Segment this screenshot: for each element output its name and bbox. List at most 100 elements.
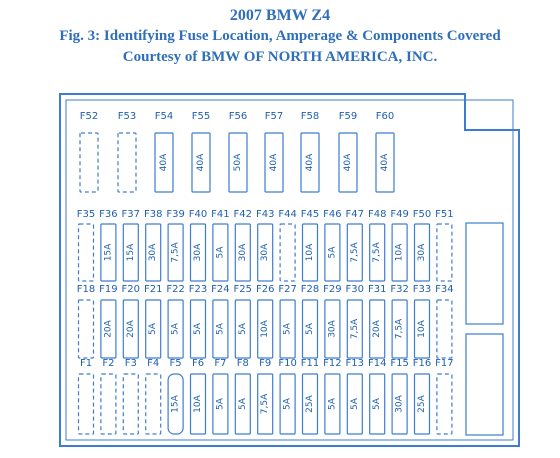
fuse-label: F42	[234, 209, 252, 220]
fuse-amperage: 20A	[126, 319, 136, 337]
fuse-amperage: 50A	[233, 153, 243, 171]
fuse-label: F57	[265, 111, 283, 122]
fuse-label: F34	[435, 284, 453, 295]
fuse-f3: F3	[122, 358, 139, 435]
fuse-label: F19	[99, 284, 117, 295]
fuse-body	[212, 299, 229, 359]
courtesy-line: Courtesy of BMW OF NORTH AMERICA, INC.	[122, 49, 438, 65]
fuse-amperage: 7,5A	[395, 318, 405, 339]
fuse-label: F50	[413, 209, 431, 220]
fuse-label: F14	[368, 358, 386, 369]
empty-fuse-slot	[122, 373, 139, 435]
fuse-body	[189, 223, 207, 282]
fuse-body	[279, 299, 296, 359]
empty-fuse-slot	[436, 373, 453, 435]
fuse-label: F16	[413, 358, 431, 369]
fuse-label: F6	[192, 358, 204, 369]
fuse-amperage: 15A	[126, 243, 136, 261]
fuse-label: F3	[125, 358, 137, 369]
fuse-amperage: 5A	[327, 397, 337, 410]
fuse-amperage: 20A	[372, 319, 382, 337]
fuse-label: F52	[80, 111, 98, 122]
fuse-body	[189, 299, 207, 359]
fuse-amperage: 5A	[215, 322, 225, 335]
fuse-body	[369, 373, 386, 435]
fuse-label: F40	[189, 209, 207, 220]
fuse-amperage: 20A	[103, 319, 113, 337]
fuse-label: F20	[122, 284, 140, 295]
figure-caption: Fig. 3: Identifying Fuse Location, Amper…	[59, 28, 501, 44]
fuse-label: F10	[278, 358, 296, 369]
fuse-amperage: 30A	[327, 319, 337, 337]
fuse-body	[391, 299, 408, 359]
fuse-label: F51	[435, 209, 453, 220]
fuse-amperage: 40A	[196, 153, 206, 171]
diagram-title: 2007 BMW Z4	[229, 7, 331, 24]
fuse-f50: F50 30A	[413, 209, 431, 282]
fuse-amperage: 25A	[305, 394, 315, 412]
fuse-body	[257, 223, 274, 282]
fuse-f53: F53	[117, 111, 137, 193]
fuse-body	[324, 223, 341, 282]
fuse-f2: F2	[100, 358, 117, 435]
fuse-label: F47	[346, 209, 364, 220]
fuse-amperage: 40A	[269, 153, 279, 171]
fuse-box-outline	[59, 93, 520, 447]
fuse-f37: F37 15A	[122, 209, 140, 282]
fuse-body	[189, 373, 207, 435]
fuse-label: F21	[144, 284, 162, 295]
fuse-label: F2	[102, 358, 114, 369]
fuse-body	[346, 223, 363, 282]
fuse-label: F22	[166, 284, 184, 295]
fuse-f6: F6 10A	[189, 358, 207, 435]
fuse-f35: F35	[77, 209, 95, 282]
fuse-amperage: 15A	[171, 394, 181, 412]
fuse-body	[145, 299, 162, 359]
fuse-label: F41	[211, 209, 229, 220]
fuse-label: F37	[122, 209, 140, 220]
fuse-body	[301, 223, 319, 282]
fuse-amperage: 5A	[148, 322, 158, 335]
fuse-label: F48	[368, 209, 386, 220]
fuse-label: F36	[99, 209, 117, 220]
fuse-body	[234, 373, 251, 435]
empty-fuse-slot	[77, 373, 95, 435]
fuse-label: F59	[339, 111, 357, 122]
fuse-f17: F17	[435, 358, 454, 435]
empty-fuse-slot	[77, 223, 95, 282]
fuse-body	[300, 132, 320, 193]
fuse-f20: F20 20A	[122, 284, 140, 359]
fuse-body	[145, 223, 162, 282]
fuse-amperage: 5A	[193, 322, 203, 335]
fuse-label: F5	[170, 358, 182, 369]
fuse-amperage: 40A	[159, 153, 169, 171]
fuse-label: F53	[118, 111, 136, 122]
fuse-amperage: 40A	[305, 153, 315, 171]
fuse-body	[391, 373, 408, 435]
fuse-f19: F19 20A	[99, 284, 118, 359]
fuse-amperage: 10A	[193, 394, 203, 412]
fuse-amperage: 40A	[380, 153, 390, 171]
fuse-amperage: 7,5A	[171, 241, 181, 262]
fuse-amperage: 30A	[417, 243, 427, 261]
fuse-body	[301, 299, 319, 359]
empty-fuse-slot	[436, 223, 453, 282]
